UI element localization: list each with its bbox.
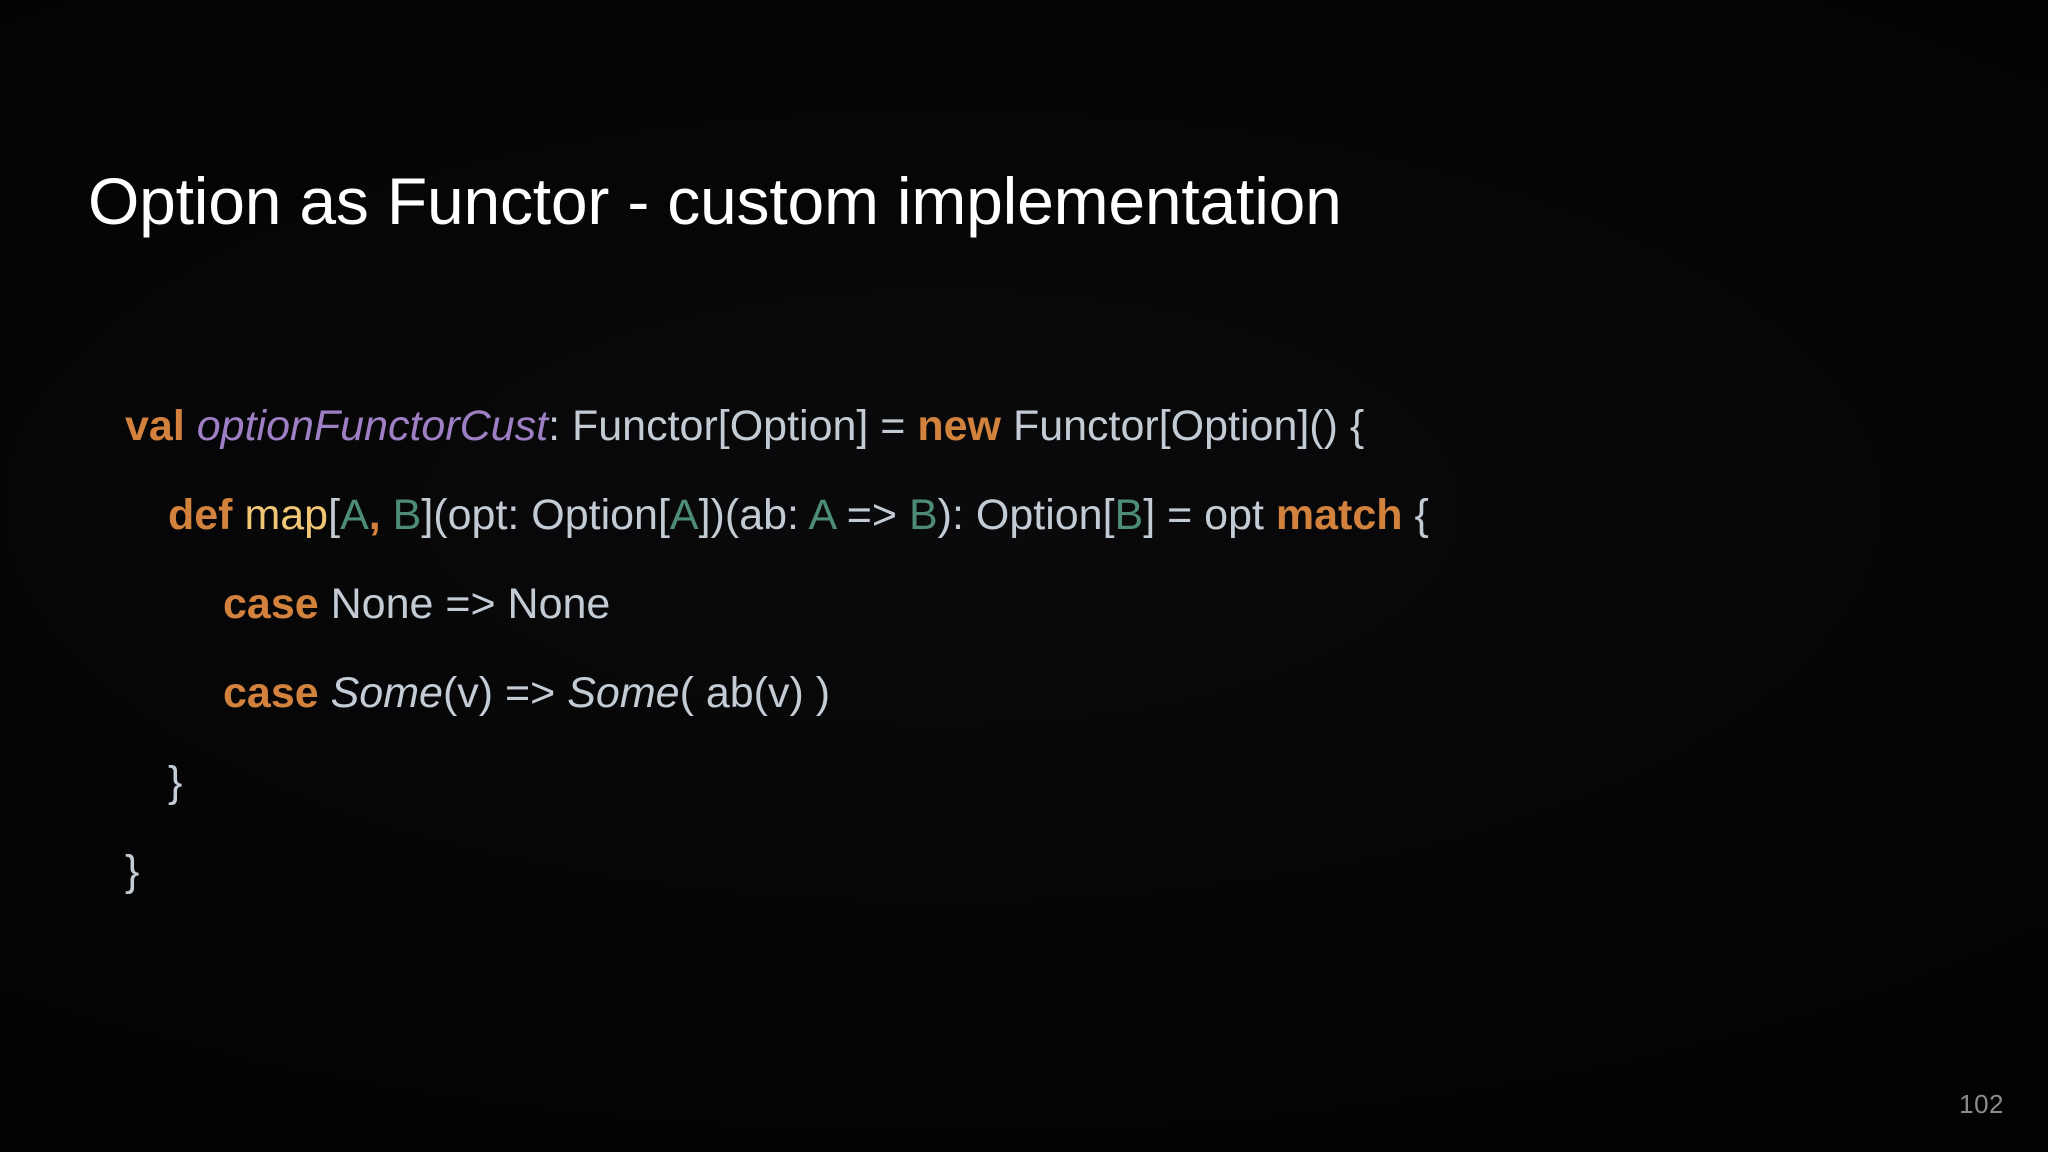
code-line: case Some(v) => Some( ab(v) ) [0,649,2048,738]
page-title: Option as Functor - custom implementatio… [88,164,1342,239]
code-token-type_param: B [908,491,938,539]
code-token-keyword: val [125,402,185,450]
code-token-plain: [ [328,491,341,539]
code-token-keyword: new [917,402,1001,450]
code-token-type_param: A [340,491,369,539]
code-token-plain: ] = opt [1143,491,1276,539]
code-token-keyword: match [1275,491,1403,539]
code-token-function: map [244,491,329,539]
code-block: val optionFunctorCust: Functor[Option] =… [0,382,2048,916]
code-token-keyword: , [368,491,381,539]
code-line: } [0,827,2048,916]
page-number: 102 [1959,1089,2004,1119]
code-token-plain: ): Option[ [937,491,1115,539]
code-token-plain: : Functor[Option] = [548,402,918,450]
code-token-plain [381,491,393,539]
code-token-type_param: B [392,491,422,539]
code-line: def map[A, B](opt: Option[A])(ab: A => B… [0,471,2048,560]
code-token-keyword: case [223,580,319,628]
code-line: val optionFunctorCust: Functor[Option] =… [0,382,2048,471]
code-token-identifier: optionFunctorCust [196,402,549,450]
code-token-plain: { [1402,491,1429,539]
code-line: case None => None [0,560,2048,649]
code-token-plain: } [125,847,140,895]
code-token-keyword: def [168,491,233,539]
code-token-type_param: A [808,491,835,539]
code-token-plain [233,491,245,539]
code-token-type_param: B [1114,491,1144,539]
code-token-plain [319,669,331,717]
code-token-plain: => [834,491,909,539]
code-token-keyword: case [223,669,319,717]
code-token-plain: ](opt: Option[ [421,491,670,539]
code-token-plain [185,402,197,450]
code-token-italic: Some [330,669,443,717]
code-token-plain: } [168,758,183,806]
code-token-plain: None => None [318,580,611,628]
code-line: } [0,738,2048,827]
code-token-plain: Functor[Option]() { [1001,402,1365,450]
code-token-plain: (v) => [442,669,568,717]
code-token-plain: ( ab(v) ) [679,669,831,717]
code-token-italic: Some [567,669,680,717]
code-token-plain: ])(ab: [698,491,809,539]
code-token-type_param: A [669,491,699,539]
